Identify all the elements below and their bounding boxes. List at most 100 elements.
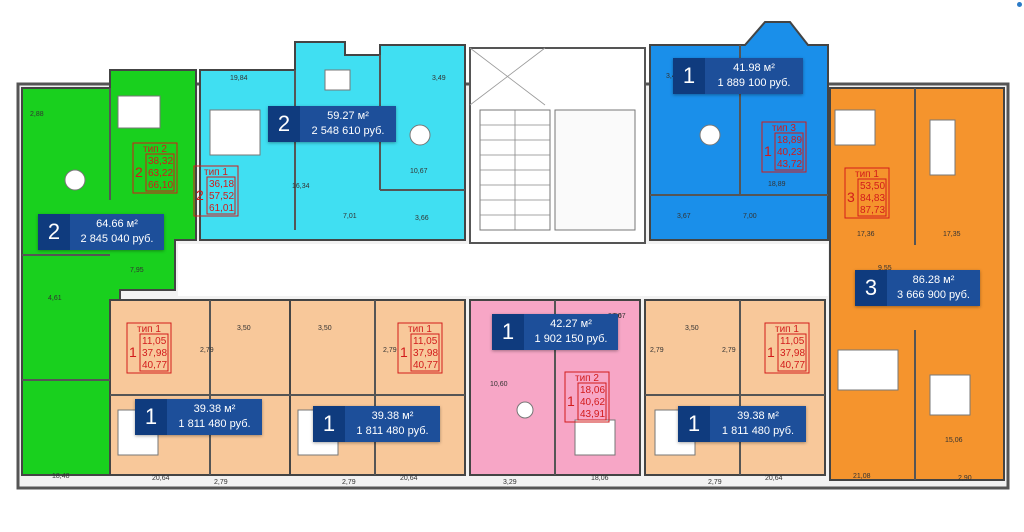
room-label: 4,61 xyxy=(48,295,62,302)
svg-text:18,89: 18,89 xyxy=(777,135,802,146)
apartment-badge-39-38-right[interactable]: 1 39.38 м² 1 811 480 руб. xyxy=(678,406,806,442)
apartment-price: 1 889 100 руб. xyxy=(717,77,791,89)
room-label: 2,90 xyxy=(958,475,972,482)
svg-text:61,01: 61,01 xyxy=(209,203,234,214)
svg-text:1: 1 xyxy=(764,143,772,159)
svg-text:2: 2 xyxy=(135,164,143,180)
room-label: 2,79 xyxy=(708,479,722,486)
apartment-price: 2 845 040 руб. xyxy=(80,233,154,245)
svg-text:11,05: 11,05 xyxy=(142,336,167,347)
type-box: тип 2 1 18,06 40,62 43,91 xyxy=(564,371,610,423)
svg-text:тип 2: тип 2 xyxy=(143,144,167,155)
svg-text:18,06: 18,06 xyxy=(580,385,605,396)
svg-text:11,05: 11,05 xyxy=(780,336,805,347)
svg-text:40,23: 40,23 xyxy=(777,147,802,158)
room-label: 18,48 xyxy=(52,473,70,480)
room-count: 2 xyxy=(268,106,300,142)
type-box: тип 1 1 11,05 37,98 40,77 xyxy=(397,322,443,374)
apartment-area: 39.38 м² xyxy=(371,410,414,422)
svg-text:1: 1 xyxy=(767,344,775,360)
apartment-price: 1 811 480 руб. xyxy=(721,425,795,437)
svg-text:тип 1: тип 1 xyxy=(408,324,432,335)
svg-text:3: 3 xyxy=(847,189,855,205)
apartment-price: 1 902 150 руб. xyxy=(534,333,608,345)
room-label: 9,55 xyxy=(878,265,892,272)
svg-text:40,77: 40,77 xyxy=(780,360,805,371)
apartment-price: 3 666 900 руб. xyxy=(897,289,970,301)
svg-text:37,98: 37,98 xyxy=(780,348,805,359)
svg-text:40,62: 40,62 xyxy=(580,397,605,408)
svg-text:40,77: 40,77 xyxy=(413,360,438,371)
svg-text:38,32: 38,32 xyxy=(148,156,173,167)
room-label: 7,95 xyxy=(130,267,144,274)
svg-text:тип 1: тип 1 xyxy=(855,169,879,180)
room-label: 2,79 xyxy=(722,347,736,354)
svg-text:37,98: 37,98 xyxy=(142,348,167,359)
room-label: 2,79 xyxy=(342,479,356,486)
room-label: 15,06 xyxy=(945,437,963,444)
room-label: 20,64 xyxy=(765,475,783,482)
type-box: тип 1 2 36,18 57,52 61,01 xyxy=(193,165,239,217)
apartment-area-green[interactable] xyxy=(21,69,197,476)
apartment-price: 2 548 610 руб. xyxy=(311,125,385,137)
svg-text:тип 1: тип 1 xyxy=(137,324,161,335)
apartment-area: 39.38 м² xyxy=(193,403,236,415)
apartment-badge-59-27[interactable]: 2 59.27 м² 2 548 610 руб. xyxy=(268,106,396,142)
svg-text:тип 1: тип 1 xyxy=(775,324,799,335)
svg-text:63,22: 63,22 xyxy=(148,168,173,179)
svg-text:66,10: 66,10 xyxy=(148,180,173,191)
room-label: 18,06 xyxy=(591,475,609,482)
room-count: 2 xyxy=(38,214,70,250)
room-label: 2,88 xyxy=(30,111,44,118)
room-labels: 2,88 19,84 3,49 3,45 16,34 10,67 7,01 3,… xyxy=(30,73,972,486)
room-label: 3,66 xyxy=(415,215,429,222)
room-label: 3,49 xyxy=(432,75,446,82)
svg-text:1: 1 xyxy=(400,344,408,360)
room-label: 20,64 xyxy=(152,475,170,482)
type-box: тип 1 1 11,05 37,98 40,77 xyxy=(126,322,172,374)
svg-text:57,52: 57,52 xyxy=(209,191,234,202)
type-box: тип 2 2 38,32 63,22 66,10 xyxy=(132,142,178,194)
room-label: 3,67 xyxy=(677,213,691,220)
room-count: 3 xyxy=(855,270,887,306)
svg-text:2: 2 xyxy=(196,187,204,203)
type-box: тип 1 3 53,50 84,83 87,73 xyxy=(844,167,890,219)
room-label: 10,60 xyxy=(490,381,508,388)
furniture xyxy=(64,69,971,456)
corner-dot-icon xyxy=(1017,2,1022,7)
svg-text:1: 1 xyxy=(567,393,575,409)
apartment-badge-64-66[interactable]: 2 64.66 м² 2 845 040 руб. xyxy=(38,214,164,250)
apartment-area: 59.27 м² xyxy=(327,110,369,122)
svg-text:1: 1 xyxy=(129,344,137,360)
room-count: 1 xyxy=(135,399,167,435)
room-label: 17,35 xyxy=(943,231,961,238)
apartment-area: 39.38 м² xyxy=(737,410,779,422)
svg-text:тип 1: тип 1 xyxy=(204,167,228,178)
svg-text:84,83: 84,83 xyxy=(860,193,885,204)
apartment-price: 1 811 480 руб. xyxy=(356,425,429,437)
room-label: 3,45 xyxy=(666,73,680,80)
room-label: 2,79 xyxy=(214,479,228,486)
svg-text:40,77: 40,77 xyxy=(142,360,167,371)
svg-text:43,72: 43,72 xyxy=(777,159,802,170)
room-label: 17,36 xyxy=(857,231,875,238)
room-label: 3,50 xyxy=(685,325,699,332)
svg-text:11,05: 11,05 xyxy=(413,336,438,347)
corridor xyxy=(178,244,828,296)
room-label: 18,89 xyxy=(768,181,786,188)
apartment-area: 42.27 м² xyxy=(550,318,592,330)
room-count: 1 xyxy=(673,58,705,94)
apartment-area: 64.66 м² xyxy=(96,218,138,230)
room-label: 3,50 xyxy=(318,325,332,332)
room-label: 19,84 xyxy=(230,75,248,82)
svg-text:тип 3: тип 3 xyxy=(772,123,796,134)
room-label: 2,79 xyxy=(200,347,214,354)
svg-text:37,98: 37,98 xyxy=(413,348,438,359)
room-count: 1 xyxy=(678,406,710,442)
